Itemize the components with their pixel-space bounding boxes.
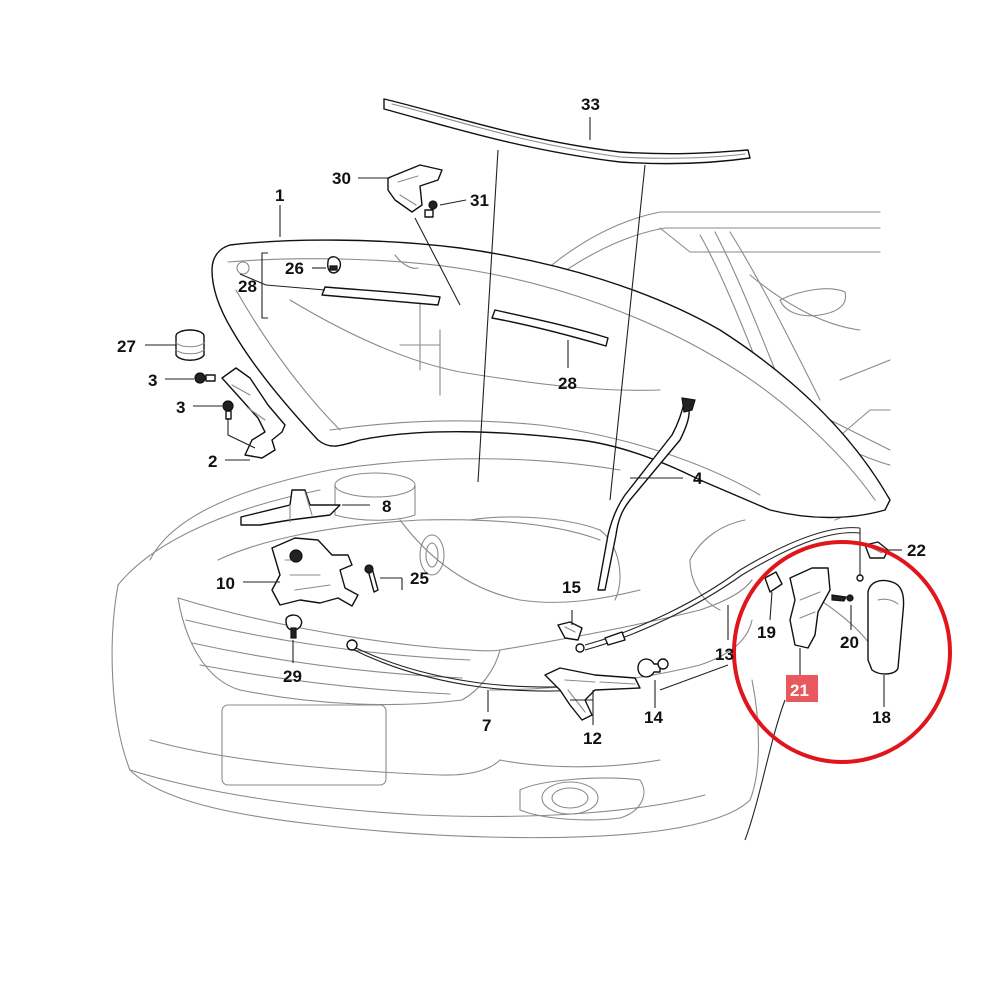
callout-25: 25 [410, 569, 429, 588]
callout-26: 26 [285, 259, 304, 278]
support-bracket [194, 367, 286, 459]
callout-28-right: 28 [558, 374, 577, 393]
callout-12: 12 [583, 729, 602, 748]
callout-4: 4 [693, 469, 703, 488]
callout-33: 33 [581, 95, 600, 114]
rubber-bump-stop [175, 329, 205, 361]
callout-21-highlight: 21 [790, 681, 809, 700]
grommet-clip [637, 658, 669, 678]
callout-19: 19 [757, 623, 776, 642]
callout-3-upper: 3 [148, 371, 157, 390]
callout-8: 8 [382, 497, 391, 516]
insulation-strips [321, 286, 609, 347]
callout-7: 7 [482, 716, 491, 735]
callout-15: 15 [562, 578, 581, 597]
highlight-circle [732, 540, 952, 764]
hood-seal-strip [383, 98, 751, 165]
callout-22: 22 [907, 541, 926, 560]
hood-clip [327, 256, 342, 274]
callout-labels: 33 30 31 1 26 28 27 3 3 2 28 4 8 10 25 1… [117, 95, 926, 748]
callout-13: 13 [715, 645, 734, 664]
callout-29: 29 [283, 667, 302, 686]
cable-holder [544, 667, 641, 721]
hood-lock [271, 537, 379, 639]
callout-30: 30 [332, 169, 351, 188]
callout-18: 18 [872, 708, 891, 727]
callout-3-lower: 3 [176, 398, 185, 417]
release-handle-assembly [764, 567, 905, 675]
hood-prop-rod [597, 397, 696, 591]
callout-14: 14 [644, 708, 663, 727]
lock-cover [240, 489, 341, 526]
callout-20: 20 [840, 633, 859, 652]
cable-clip [557, 621, 583, 641]
leader-lines [145, 117, 902, 841]
highlight-label-box [786, 675, 818, 702]
release-cable [346, 527, 864, 692]
callout-2: 2 [208, 452, 217, 471]
callout-10: 10 [216, 574, 235, 593]
callout-31: 31 [470, 191, 489, 210]
callout-28-left: 28 [238, 277, 257, 296]
callout-27: 27 [117, 337, 136, 356]
callout-1: 1 [275, 186, 284, 205]
hood-panel [211, 239, 891, 519]
hood-hinge [387, 164, 443, 218]
